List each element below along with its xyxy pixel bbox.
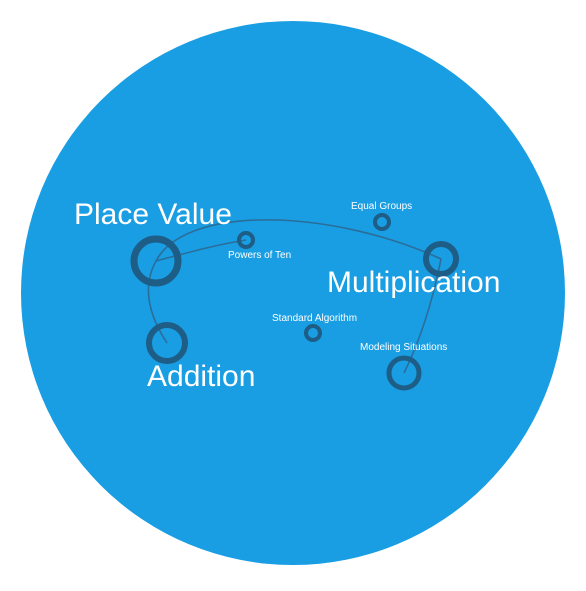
node-equal-groups[interactable]	[373, 213, 391, 231]
label-modeling-situations: Modeling Situations	[360, 342, 448, 353]
label-standard-algorithm: Standard Algorithm	[272, 313, 358, 324]
background-circle	[21, 21, 565, 565]
node-place-value[interactable]	[130, 235, 182, 287]
edge-place-value-multiplication	[155, 219, 442, 262]
edge-layer	[147, 219, 442, 374]
node-multiplication[interactable]	[423, 241, 459, 277]
node-layer	[130, 213, 459, 391]
node-addition[interactable]	[146, 322, 188, 364]
label-equal-groups: Equal Groups	[351, 201, 413, 212]
node-powers-of-ten[interactable]	[237, 231, 255, 249]
label-multiplication: Multiplication	[327, 266, 501, 299]
label-powers-of-ten: Powers of Ten	[228, 250, 292, 261]
edge-place-value-powers-of-ten	[155, 239, 247, 262]
edge-place-value-addition	[147, 260, 168, 344]
label-addition: Addition	[147, 360, 256, 393]
node-modeling-situations[interactable]	[386, 355, 422, 391]
node-standard-algorithm[interactable]	[304, 324, 322, 342]
label-place-value: Place Value	[74, 198, 232, 231]
